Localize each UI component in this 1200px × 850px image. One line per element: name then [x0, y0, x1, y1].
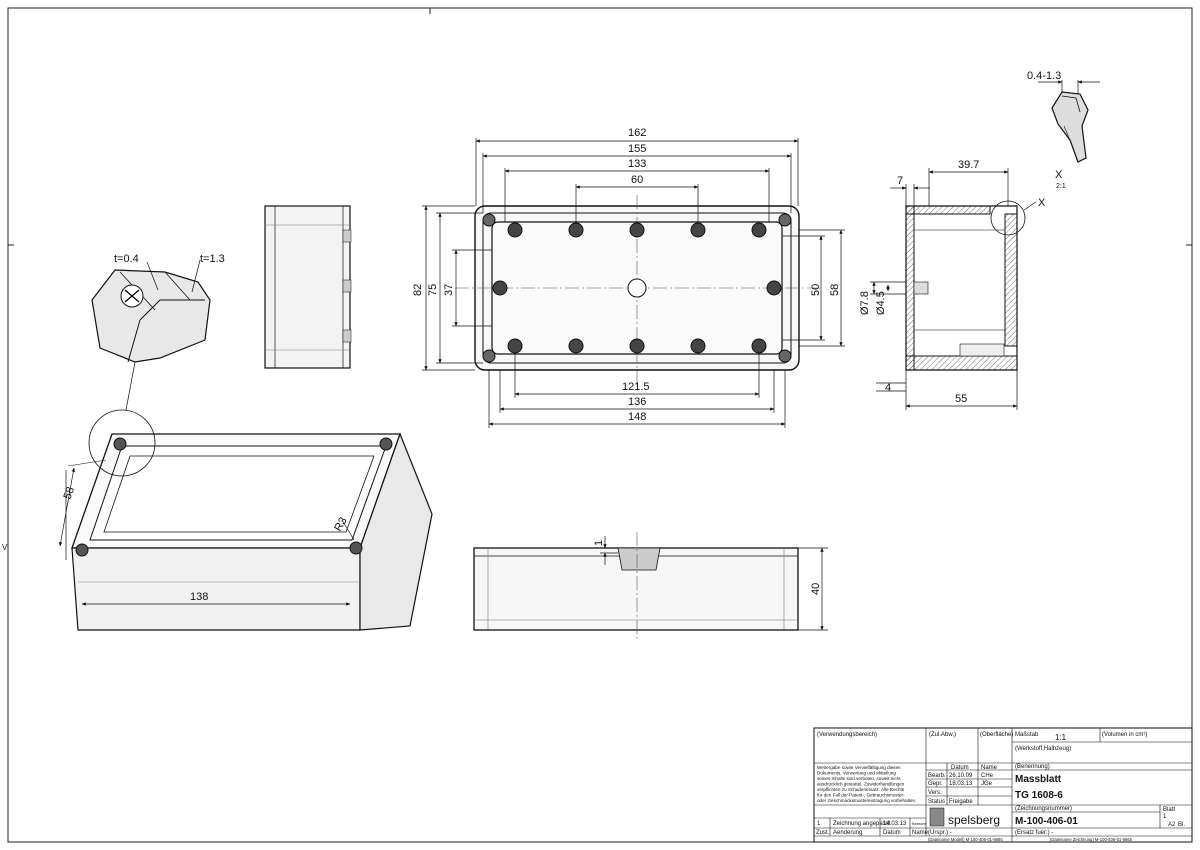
tb-rev-no: 1 — [817, 821, 821, 827]
tb-legal-1: Dokuments, Verwertung und Mitteilung — [817, 771, 896, 776]
tb-ersatz: (Ersatz fuer:) - — [1015, 830, 1053, 836]
brand-logo: spelsberg — [929, 807, 1000, 827]
top-view-dimension-labels: 162 155 133 60 82 75 37 50 58 121.5 136 … — [412, 127, 841, 423]
tb-rev-text: Zeichnung angepasst — [833, 821, 891, 827]
front-dim-1: 1 — [593, 540, 605, 546]
iso-dim-58: 58 — [62, 485, 77, 501]
tb-row-label-1: Gepr. — [928, 781, 943, 787]
seal-detail: t=0.4 t=1.3 — [91, 253, 225, 411]
dim-133: 133 — [628, 158, 646, 170]
detail-x-callout: X — [1038, 197, 1046, 209]
dim-4: 4 — [885, 382, 891, 394]
dim-7: 7 — [897, 175, 903, 187]
tb-bl: Bl. — [1178, 822, 1185, 828]
tb-footer-model: (Dateiname Modell) M-100-406-01-8665 — [928, 837, 1003, 842]
side-mark: V — [2, 543, 8, 552]
dim-dia-7-8: Ø7.8 — [859, 291, 871, 315]
iso-dim-138: 138 — [190, 591, 208, 603]
dim-dia-4-5: Ø4.5 — [875, 291, 887, 315]
tb-zust: Zust. — [816, 830, 830, 836]
top-view — [455, 195, 820, 385]
tb-aenderung: Aenderung — [833, 830, 862, 836]
tb-massstab-label: Maßstab — [1015, 732, 1039, 738]
tb-zul-abw: (Zul.Abw.) — [929, 732, 956, 738]
dim-60: 60 — [631, 174, 643, 186]
dim-58: 58 — [829, 284, 841, 296]
tb-row-date-0: 26.10.09 — [949, 773, 973, 779]
dim-37: 37 — [443, 284, 455, 296]
end-view — [264, 205, 352, 369]
tb-footer-drawing: (Dateiname Zeichnung) M-100-406-01-8665 — [1050, 837, 1133, 842]
detail-x: 0.4-1.3 X 2:1 — [1027, 70, 1100, 190]
tb-blatt: 1 — [1163, 814, 1167, 820]
dim-162: 162 — [628, 127, 646, 139]
tb-row-date-1: 18.03.13 — [949, 781, 973, 787]
tb-benennung-label: (Benennung) — [1015, 764, 1050, 770]
corner-screws — [482, 213, 792, 363]
tb-legal-3: ausdrücklich gestattet. Zuwiderhandlunge… — [817, 782, 905, 787]
dim-121-5: 121.5 — [622, 381, 650, 393]
tb-rev-date: 14.03.13 — [883, 821, 907, 827]
tb-format: A2 — [1168, 822, 1176, 828]
detail-x-scale: 2:1 — [1056, 183, 1066, 190]
dim-75: 75 — [427, 284, 439, 296]
tb-row-date-3: Freigabe — [949, 799, 973, 805]
front-dim-40: 40 — [810, 583, 822, 595]
dim-50: 50 — [810, 284, 822, 296]
tb-row-label-3: Status — [928, 799, 945, 805]
dim-82: 82 — [412, 284, 424, 296]
seal-thickness-2: t=1.3 — [200, 253, 225, 265]
top-view-dimensions — [422, 138, 845, 428]
tb-datum-head: Datum — [951, 765, 969, 771]
tb-rev-datum: Datum — [883, 830, 901, 836]
isometric-view: 58 138 R3 — [59, 409, 433, 631]
tb-benennung-2: TG 1608-6 — [1015, 790, 1063, 801]
tb-row-label-2: Vers. — [928, 790, 942, 796]
tb-zeichnungsnummer: M-100-406-01 — [1015, 816, 1078, 827]
tb-legal-4: verpflichten zu Schadenersatz. Alle Rech… — [817, 787, 905, 792]
detail-x-marker: X — [1055, 169, 1063, 181]
dim-55: 55 — [955, 393, 967, 405]
tb-legal-0: Weitergabe sowie Vervielfältigung dieses — [817, 765, 901, 770]
front-view: 1 40 — [473, 532, 828, 640]
tb-werkstoff: (Werkstoff,Halbzeug) — [1015, 746, 1071, 752]
title-block: (Verwendungsbereich) (Zul.Abw.) (Oberflä… — [813, 727, 1193, 843]
brand-name: spelsberg — [948, 813, 1000, 827]
tb-blatt-label: Blatt — [1163, 807, 1175, 813]
seal-thickness-1: t=0.4 — [114, 253, 139, 265]
dim-39-7: 39.7 — [958, 159, 979, 171]
tb-legal-2: seines Inhalts sind verboten, soweit nic… — [817, 776, 901, 781]
tb-massstab: 1:1 — [1055, 733, 1067, 742]
tb-name-head: Name — [981, 765, 998, 771]
mounting-holes — [492, 222, 782, 354]
section-view: X — [905, 197, 1046, 371]
section-dimension-labels: 39.7 7 Ø7.8 Ø4.5 4 55 — [859, 159, 979, 405]
tb-zeichnungsnummer-label: (Zeichnungsnummer) — [1015, 806, 1072, 812]
tb-legal-5: für den Fall der Patent-, Gebrauchsmuste… — [817, 793, 905, 798]
tb-row-name-1: JGe — [981, 781, 993, 787]
tb-verwendungsbereich: (Verwendungsbereich) — [817, 732, 877, 738]
tb-volumen: (Volumen in cm³) — [1102, 732, 1147, 738]
tb-benennung-1: Massblatt — [1015, 774, 1062, 785]
tb-row-name-0: CHe — [981, 773, 994, 779]
tb-row-label-0: Bearb. — [928, 773, 946, 779]
detail-x-thickness: 0.4-1.3 — [1027, 70, 1061, 82]
section-dimensions — [870, 168, 1018, 410]
dim-155: 155 — [628, 143, 646, 155]
tb-rev-name: Kemche — [912, 821, 927, 826]
tb-urspr: (Urspr.) - — [928, 830, 952, 836]
tb-oberflaeche: (Oberfläche) — [980, 732, 1013, 738]
tb-rev-name-head: Name — [912, 830, 929, 836]
tb-legal-6: oder Geschmacksmustereintragung vorbehal… — [817, 798, 916, 803]
dim-136: 136 — [628, 396, 646, 408]
dim-148: 148 — [628, 411, 646, 423]
sheet-frame — [7, 7, 1193, 843]
